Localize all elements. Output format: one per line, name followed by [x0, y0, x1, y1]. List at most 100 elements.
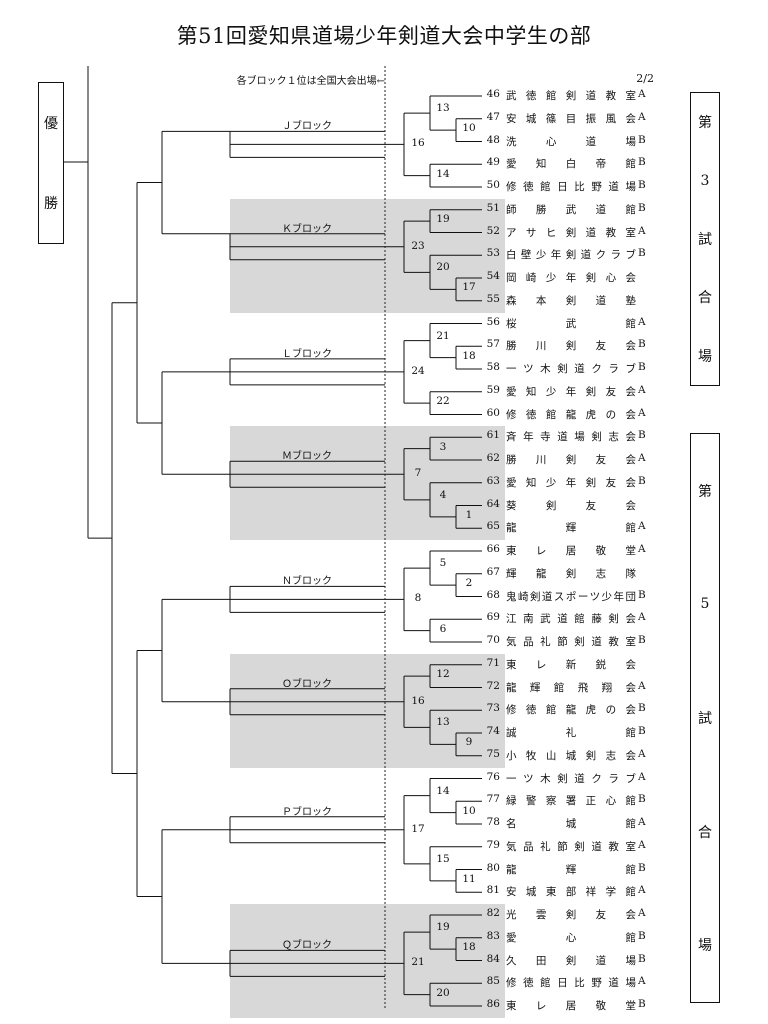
team-name: 小牧山城剣志会 — [506, 749, 636, 762]
match-number: 19 — [436, 921, 450, 933]
team-number: 63 — [486, 474, 500, 487]
match-number: 24 — [411, 364, 425, 377]
team-name: 葵剣友会 — [506, 499, 636, 512]
team-number: 73 — [486, 702, 500, 715]
match-number: 21 — [436, 329, 450, 342]
team-group: A — [638, 907, 646, 919]
team-group: A — [638, 611, 646, 624]
team-number: 67 — [486, 565, 500, 578]
team-name: 久田剣道場 — [506, 954, 636, 967]
team-group: B — [638, 634, 646, 646]
team-group: A — [638, 747, 646, 760]
team-number: 75 — [486, 747, 500, 760]
match-number: 2 — [465, 577, 473, 590]
team-group: A — [638, 88, 646, 100]
team-group: B — [638, 998, 646, 1010]
team-name: 愛知少年剣友会 — [506, 385, 636, 398]
team-group: B — [638, 861, 646, 874]
match-number: 1 — [465, 508, 473, 521]
team-number: 60 — [486, 406, 500, 419]
team-name: 師勝武道館 — [506, 203, 636, 216]
team-name: 東レ居敬堂 — [506, 1000, 636, 1012]
team-group: A — [638, 520, 646, 533]
team-name: 修徳館龍虎の会 — [506, 704, 636, 717]
team-name: 龍輝館 — [506, 863, 636, 876]
team-name: 東レ居敬堂 — [506, 545, 636, 557]
team-group: B — [638, 474, 646, 487]
match-number: 17 — [462, 281, 476, 294]
box-char: 試 — [698, 232, 712, 248]
team-name: 岡崎少年剣心会 — [506, 272, 636, 284]
match-number: 9 — [465, 736, 473, 749]
team-name: 名城館 — [506, 818, 636, 830]
team-number: 85 — [486, 975, 500, 988]
team-group: B — [638, 793, 646, 806]
team-name: 鬼崎剣道スポーツ少年団 — [506, 590, 636, 603]
block-label: Ｊブロック — [282, 121, 332, 133]
team-number: 57 — [486, 338, 500, 351]
team-group: A — [638, 452, 646, 464]
match-number: 18 — [462, 941, 476, 954]
team-group: A — [638, 315, 646, 328]
team-name: 一ツ木剣道クラブ — [506, 772, 636, 785]
team-number: 81 — [486, 884, 500, 897]
team-name: 東レ新鋭会 — [506, 658, 636, 671]
box-char: 5 — [700, 596, 710, 613]
qualification-note: 各ブロック１位は全国大会出場← — [236, 76, 385, 87]
team-name: 安城東部祥学館 — [506, 886, 636, 899]
team-name: 武徳館剣道教室 — [506, 90, 636, 102]
page-number: 2/2 — [636, 72, 654, 85]
team-group: A — [638, 770, 646, 783]
team-number: 86 — [486, 998, 500, 1010]
team-number: 61 — [486, 429, 500, 442]
team-number: 54 — [486, 270, 500, 282]
team-group: A — [638, 383, 646, 396]
team-name: 斉年寺道場剣志会 — [506, 431, 636, 444]
match-number: 8 — [414, 592, 422, 605]
box-char: 勝 — [44, 196, 58, 212]
team-number: 82 — [486, 907, 500, 919]
team-name: 修徳館日比野道場 — [506, 977, 636, 990]
box-char: 場 — [698, 348, 712, 365]
team-number: 72 — [486, 679, 500, 692]
team-name: 勝川剣友会 — [506, 454, 636, 466]
box-char: 第 — [698, 483, 712, 500]
match-number: 4 — [439, 488, 447, 501]
team-name: 安城篠目振風会 — [506, 112, 636, 125]
team-group: B — [638, 247, 646, 260]
team-name: 光雲剣友会 — [506, 909, 636, 921]
team-number: 50 — [486, 179, 500, 191]
team-number: 71 — [486, 656, 500, 669]
match-number: 19 — [436, 213, 450, 226]
team-number: 47 — [486, 110, 500, 123]
team-name: 気品礼節剣道教室 — [506, 636, 636, 648]
block-label: Ｌブロック — [282, 348, 332, 360]
team-row: 71 東レ新鋭会 — [486, 657, 666, 675]
match-number: 20 — [436, 261, 450, 274]
team-group: A — [638, 838, 646, 851]
team-name: 江南武道館藤剣会 — [506, 613, 636, 626]
team-name: 緑警察署正心館 — [506, 795, 636, 808]
winner-box: 優勝 — [38, 82, 64, 244]
match-number: 16 — [411, 694, 425, 707]
